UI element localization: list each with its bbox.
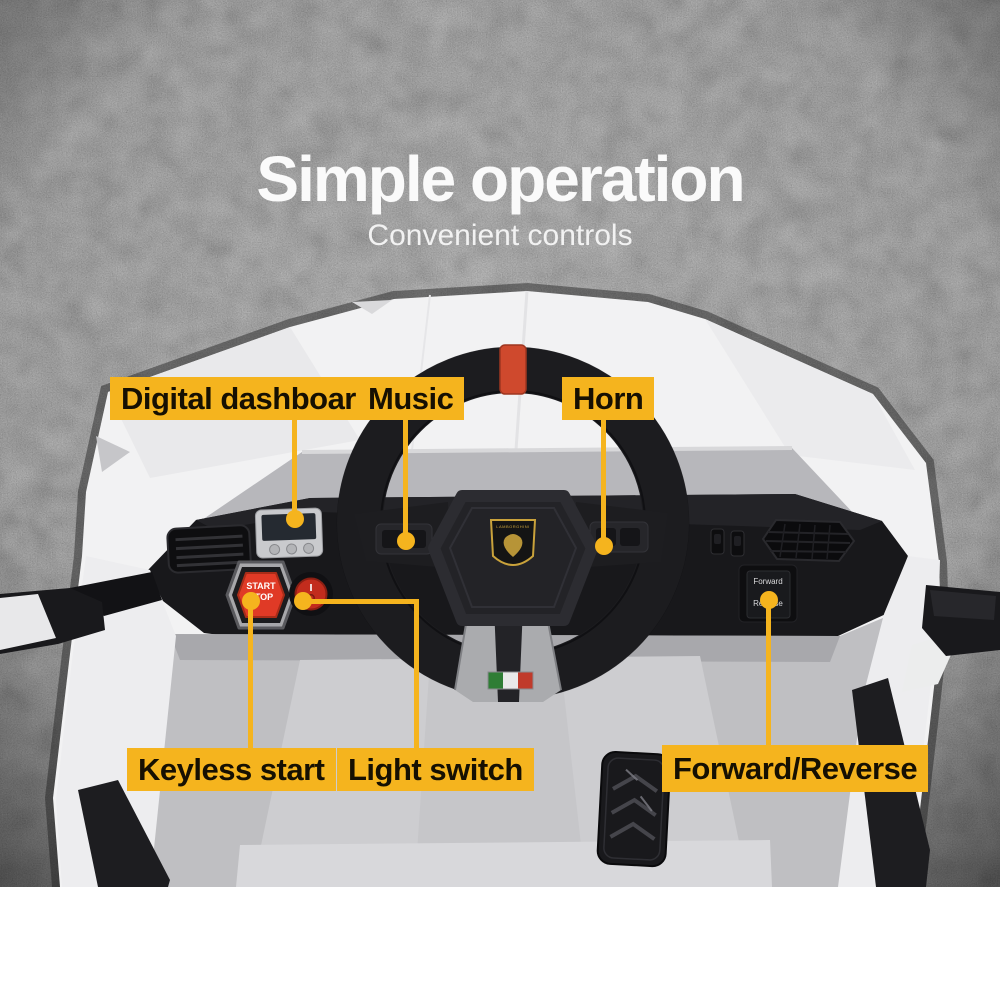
car-photo: START STOP — [0, 0, 1000, 887]
display-button — [303, 542, 315, 554]
callout-music: Music — [357, 377, 465, 420]
header: Simple operation Convenient controls — [0, 143, 1000, 253]
dot-music — [397, 532, 415, 550]
start-stop-text-stop: STOP — [249, 592, 273, 602]
dot-light-switch — [294, 592, 312, 610]
connector-forward-reverse — [766, 600, 771, 745]
start-stop-button: START STOP — [225, 560, 297, 630]
left-door-sill — [78, 780, 170, 887]
connector-light-switch-vertical — [414, 599, 419, 748]
display-button — [269, 544, 281, 556]
steering-wheel: LAMBORGHINI — [336, 344, 690, 702]
speaker-grille — [761, 518, 856, 563]
logo-text: LAMBORGHINI — [496, 524, 530, 529]
dot-keyless-start — [242, 592, 260, 610]
gear-switch-forward-label: Forward — [753, 577, 782, 586]
italian-flag — [487, 671, 534, 690]
page-title: Simple operation — [256, 143, 745, 215]
dot-digital-dashboard — [286, 510, 304, 528]
callout-light-switch: Light switch — [337, 748, 534, 791]
callout-horn: Horn — [562, 377, 655, 420]
right-mirror — [902, 585, 1000, 692]
page-subtitle: Convenient controls — [367, 219, 633, 253]
wheel-center-marker — [499, 344, 527, 395]
callout-keyless-start: Keyless start — [127, 748, 336, 791]
start-stop-text-start: START — [246, 581, 276, 591]
hood-vent-detail — [96, 436, 130, 472]
connector-light-switch-horizontal — [301, 599, 419, 604]
dashboard-vent-grille — [166, 524, 252, 574]
dot-forward-reverse — [760, 591, 778, 609]
lamborghini-logo: LAMBORGHINI — [489, 519, 537, 566]
connector-music — [403, 420, 408, 542]
callout-forward-reverse: Forward/Reverse — [662, 745, 929, 792]
accelerator-pedal — [596, 751, 672, 868]
connector-horn — [601, 420, 606, 547]
connector-digital-dashboard — [292, 420, 297, 520]
left-mirror — [0, 572, 162, 654]
bull-emblem — [503, 534, 523, 557]
rocker-switches — [710, 528, 745, 557]
connector-keyless-start — [248, 602, 253, 748]
display-button — [286, 543, 298, 555]
callout-digital-dashboard: Digital dashboard — [110, 377, 386, 420]
dot-horn — [595, 537, 613, 555]
